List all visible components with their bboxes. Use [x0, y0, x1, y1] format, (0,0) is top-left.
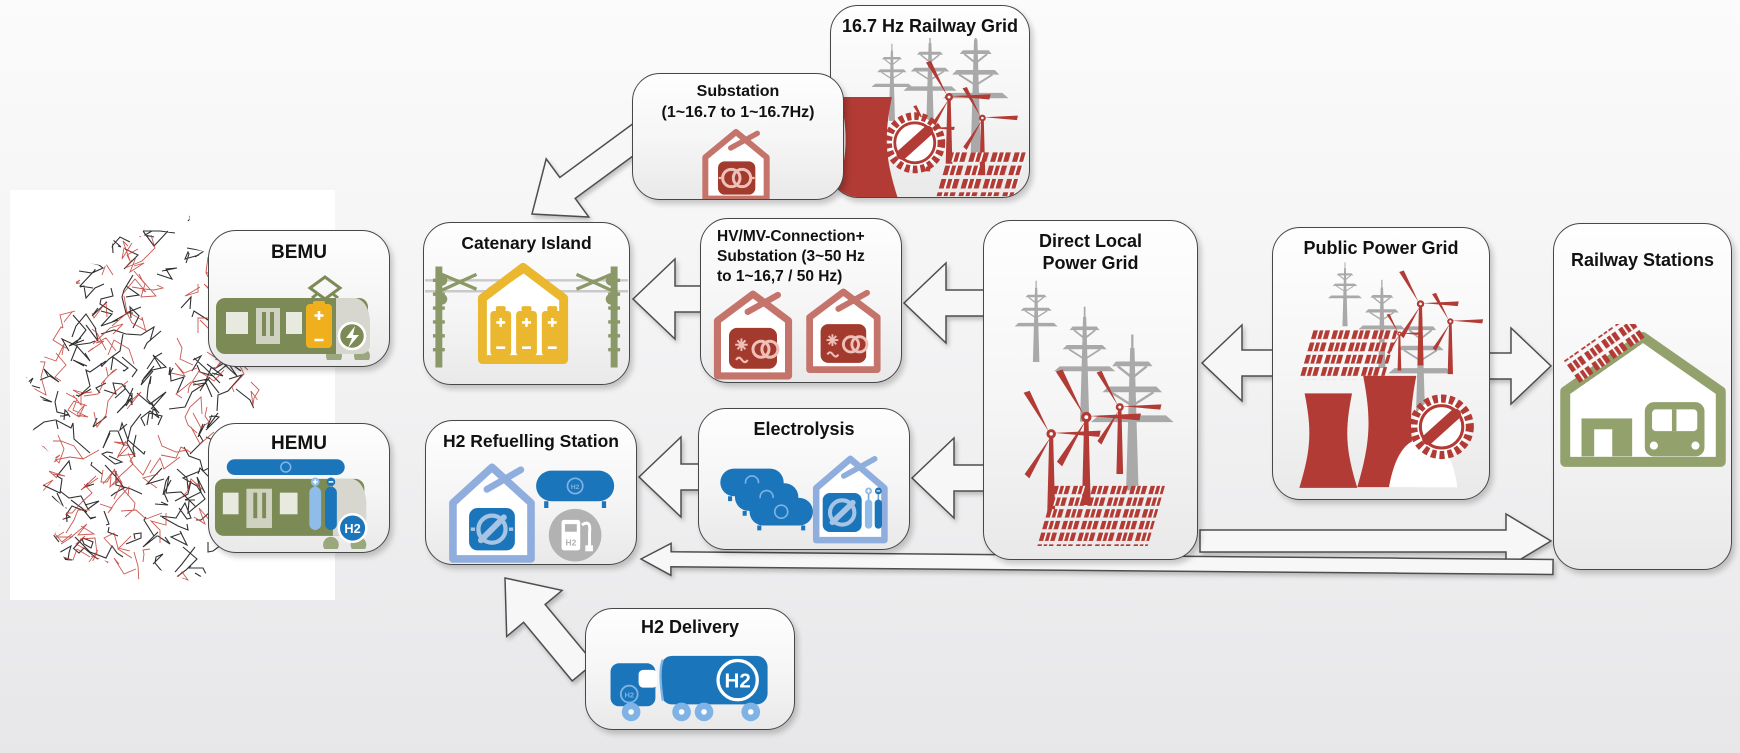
railway-stations-box: Railway Stations	[1553, 223, 1732, 570]
substation-16-7hz-box: Substation (1~16.7 to 1~16.7Hz)	[632, 73, 844, 200]
catenary-island-box: Catenary Island	[423, 222, 630, 385]
hemu-h2-badge-label: H2	[344, 521, 360, 536]
flow-arrow	[631, 257, 703, 341]
truck-cab-h2-label: H2	[624, 690, 634, 699]
substation-title-line2: (1~16.7 to 1~16.7Hz)	[661, 103, 815, 121]
h2-delivery-truck-icon: H2 H2	[610, 655, 768, 722]
bemu-box: BEMU	[208, 230, 390, 367]
hemu-title: HEMU	[271, 433, 327, 454]
h2-station-pump-icon: H2 H2	[449, 463, 615, 564]
electrolysis-title: Electrolysis	[753, 419, 855, 439]
direct-local-title-line2: Power Grid	[1042, 252, 1139, 273]
electrolysis-plant-icon	[704, 455, 888, 544]
hv-mv-substation-box: HV/MV-Connection+ Substation (3~50 Hz to…	[700, 218, 902, 383]
catenary-island-battery-house-icon	[425, 254, 628, 372]
hv-mv-title-line2: Substation (3~50 Hz	[717, 248, 865, 266]
h2-refuelling-station-title: H2 Refuelling Station	[443, 431, 619, 451]
flow-arrow	[902, 261, 986, 345]
bemu-battery-train-icon	[216, 275, 370, 361]
bemu-title: BEMU	[271, 242, 327, 263]
tank-h2-label: H2	[571, 484, 580, 491]
railway-grid-power-plant-icon	[834, 37, 1028, 197]
pump-h2-label: H2	[565, 538, 576, 548]
flow-arrow	[1200, 323, 1275, 403]
direct-local-power-grid-box: Direct Local Power Grid	[983, 220, 1198, 560]
railway-station-building-icon	[1559, 323, 1726, 467]
h2-delivery-box: H2 Delivery H2 H2	[585, 608, 795, 730]
hemu-box: HEMU H2	[208, 423, 390, 553]
hv-mv-title-line1: HV/MV-Connection+	[717, 228, 865, 245]
flow-arrow	[504, 577, 595, 682]
flow-arrow	[1487, 326, 1553, 406]
local-grid-pylons-renewables-icon	[1013, 279, 1175, 546]
railway-stations-title: Railway Stations	[1570, 250, 1715, 270]
substation-transformer-house-icon	[702, 128, 770, 199]
hv-mv-transformer-houses-icon	[712, 287, 890, 383]
hv-mv-title-line3: to 1~16,7 / 50 Hz)	[717, 268, 843, 286]
flow-arrow	[910, 436, 986, 520]
public-power-grid-title: Public Power Grid	[1303, 238, 1459, 258]
h2-delivery-title: H2 Delivery	[640, 617, 740, 637]
substation-title-line1: Substation	[696, 83, 780, 100]
railway-grid-16-7hz-box: 16.7 Hz Railway Grid	[830, 5, 1030, 198]
truck-tank-h2-label: H2	[725, 670, 751, 693]
flow-arrow	[637, 435, 701, 519]
railway-grid-title: 16.7 Hz Railway Grid	[841, 16, 1019, 36]
public-grid-power-plant-icon	[1299, 261, 1484, 488]
h2-refuelling-station-box: H2 Refuelling Station H2 H2	[425, 420, 637, 565]
direct-local-title-line1: Direct Local	[1038, 231, 1143, 251]
public-power-grid-box: Public Power Grid	[1272, 227, 1490, 500]
electrolysis-box: Electrolysis	[698, 408, 910, 550]
hemu-hydrogen-train-icon: H2	[214, 459, 368, 550]
catenary-island-title: Catenary Island	[461, 233, 592, 253]
